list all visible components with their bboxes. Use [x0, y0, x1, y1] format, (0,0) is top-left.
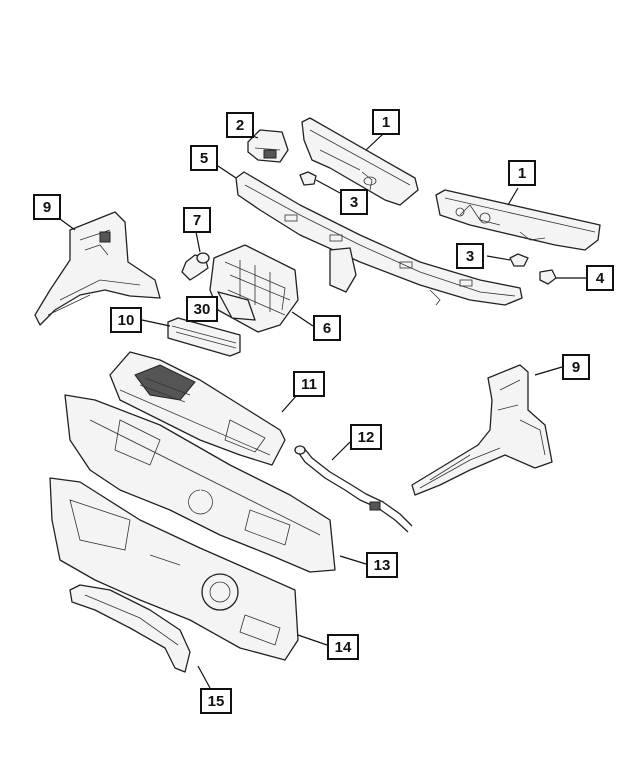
callout-2: 2	[226, 112, 254, 138]
part-tunnel-brace	[69, 584, 191, 673]
callout-14: 14	[327, 634, 359, 660]
callout-10: 10	[110, 307, 142, 333]
part-elbow-duct	[181, 252, 210, 281]
callout-9-left: 9	[33, 194, 61, 220]
callout-1-left-cowl: 1	[372, 109, 400, 135]
part-cabin-filter	[167, 317, 241, 357]
callout-13: 13	[366, 552, 398, 578]
part-cowl-grille	[109, 351, 286, 466]
callout-4: 4	[586, 265, 614, 291]
part-wheelhouse-left	[34, 211, 161, 326]
callout-3-upper: 3	[340, 189, 368, 215]
callout-1-right-cowl: 1	[508, 160, 536, 186]
part-dash-panel-lower	[49, 477, 299, 661]
part-grommet	[539, 269, 557, 285]
callout-12: 12	[350, 424, 382, 450]
part-cowl-panel-right	[435, 189, 601, 251]
part-wheelhouse-right	[411, 364, 553, 496]
part-cross-member	[235, 171, 523, 306]
callout-7: 7	[183, 207, 211, 233]
callout-6: 6	[313, 315, 341, 341]
callout-30: 30	[186, 296, 218, 322]
part-drain-hose	[294, 445, 413, 533]
callout-11: 11	[293, 371, 325, 397]
part-clip-upper	[299, 171, 317, 186]
callout-15: 15	[200, 688, 232, 714]
part-cowl-panel-left	[301, 117, 419, 206]
part-air-inlet-housing	[209, 244, 299, 333]
part-bracket-block	[247, 129, 289, 163]
part-dash-panel-upper	[64, 394, 336, 573]
part-clip-right	[509, 253, 529, 267]
leader-lines	[59, 133, 586, 689]
callout-5: 5	[190, 145, 218, 171]
callout-3-right: 3	[456, 243, 484, 269]
callout-9-right: 9	[562, 354, 590, 380]
